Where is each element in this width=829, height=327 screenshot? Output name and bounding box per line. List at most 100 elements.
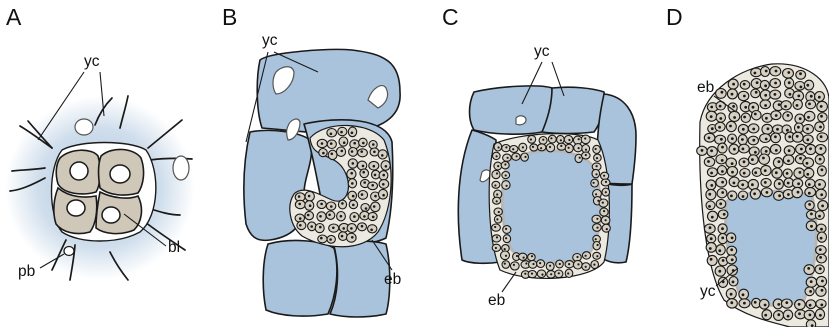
- embryonic-cell-nucleus: [596, 227, 598, 229]
- embryonic-cell-nucleus: [807, 116, 810, 119]
- embryonic-cell-nucleus: [568, 147, 570, 149]
- embryonic-cell-nucleus: [353, 142, 356, 145]
- embryonic-cell-nucleus: [787, 193, 790, 196]
- embryonic-cell-nucleus: [774, 135, 777, 138]
- embryonic-cell-nucleus: [330, 133, 333, 136]
- embryonic-cell-nucleus: [777, 303, 780, 306]
- embryonic-cell-nucleus: [320, 203, 323, 206]
- embryonic-cell-nucleus: [744, 106, 747, 109]
- embryonic-cell-nucleus: [382, 183, 385, 186]
- embryonic-cell-nucleus: [820, 105, 823, 108]
- embryonic-cell-nucleus: [595, 148, 597, 150]
- embryonic-cell-nucleus: [709, 226, 712, 229]
- embryonic-cell-nucleus: [796, 135, 799, 138]
- embryonic-cell-nucleus: [298, 203, 301, 206]
- embryonic-cell-nucleus: [818, 215, 821, 218]
- embryonic-cell-nucleus: [722, 259, 725, 262]
- embryonic-cell-nucleus: [362, 165, 365, 168]
- embryonic-cell-nucleus: [788, 81, 791, 84]
- embryonic-cell-nucleus: [531, 273, 533, 275]
- yolk-cell: [263, 241, 337, 317]
- embryonic-cell-nucleus: [550, 137, 552, 139]
- embryonic-cell-nucleus: [385, 165, 388, 168]
- embryonic-cell: [501, 251, 510, 260]
- embryonic-cell-nucleus: [752, 128, 755, 131]
- embryonic-cell-nucleus: [595, 173, 597, 175]
- embryonic-cell-nucleus: [577, 263, 579, 265]
- embryonic-cell-nucleus: [330, 205, 333, 208]
- embryonic-cell-nucleus: [819, 256, 822, 259]
- embryonic-cell-nucleus: [820, 228, 823, 231]
- embryonic-cell-nucleus: [308, 195, 311, 198]
- embryonic-cell: [805, 179, 815, 188]
- embryonic-cell-nucleus: [721, 237, 724, 240]
- embryonic-cell-nucleus: [742, 195, 745, 198]
- embryonic-cell-nucleus: [743, 83, 746, 86]
- embryonic-cell-nucleus: [731, 162, 734, 165]
- yolk-cell-core: [502, 151, 600, 263]
- embryonic-cell-nucleus: [819, 158, 822, 161]
- embryonic-cell-nucleus: [765, 117, 768, 120]
- embryonic-cell-nucleus: [496, 193, 498, 195]
- embryonic-cell-nucleus: [730, 248, 733, 251]
- embryonic-cell-nucleus: [731, 137, 734, 140]
- label-eb: eb: [488, 292, 505, 309]
- embryonic-cell-nucleus: [809, 147, 812, 150]
- embryonic-cell-nucleus: [523, 257, 525, 259]
- label-pb: pb: [18, 263, 35, 280]
- embryonic-cell-nucleus: [806, 138, 809, 141]
- embryonic-cell-nucleus: [797, 95, 800, 98]
- embryonic-cell-nucleus: [352, 162, 355, 165]
- embryonic-cell-nucleus: [506, 185, 508, 187]
- embryonic-cell-nucleus: [787, 71, 790, 74]
- yolk-cell: [542, 87, 604, 133]
- embryonic-cell-nucleus: [579, 157, 581, 159]
- embryonic-cell-nucleus: [340, 131, 343, 134]
- embryonic-cell-nucleus: [605, 191, 607, 193]
- embryonic-cell-nucleus: [754, 113, 757, 116]
- embryonic-cell-nucleus: [550, 273, 552, 275]
- embryonic-cell-nucleus: [742, 128, 745, 131]
- embryonic-cell-nucleus: [350, 227, 353, 230]
- embryonic-cell-nucleus: [764, 84, 767, 87]
- embryonic-cell-nucleus: [808, 183, 811, 186]
- embryonic-cell-nucleus: [507, 157, 509, 159]
- embryonic-cell-nucleus: [778, 194, 781, 197]
- embryonic-cell-nucleus: [708, 193, 711, 196]
- embryonic-cell-nucleus: [786, 172, 789, 175]
- panel-b-letter: B: [222, 4, 237, 30]
- embryonic-cell-nucleus: [567, 272, 569, 274]
- embryonic-cell-nucleus: [751, 158, 754, 161]
- embryonic-cell-nucleus: [729, 125, 732, 128]
- embryonic-cell: [707, 255, 717, 265]
- embryonic-cell: [492, 235, 501, 242]
- label-eb: eb: [697, 79, 714, 96]
- embryonic-cell-nucleus: [309, 204, 312, 207]
- embryonic-cell-nucleus: [754, 72, 757, 75]
- embryonic-cell-nucleus: [363, 181, 366, 184]
- embryonic-cell-nucleus: [742, 148, 745, 151]
- embryonic-cell-nucleus: [498, 211, 500, 213]
- embryonic-cell: [716, 155, 727, 164]
- embryonic-cell-nucleus: [494, 226, 496, 228]
- embryonic-cell-nucleus: [328, 214, 331, 217]
- yolk-vacuole: [173, 156, 189, 180]
- embryonic-cell-nucleus: [530, 138, 532, 140]
- embryonic-cell-nucleus: [332, 227, 335, 230]
- embryonic-cell-nucleus: [711, 216, 714, 219]
- embryonic-cell: [502, 261, 510, 269]
- embryonic-cell-nucleus: [525, 262, 527, 264]
- embryonic-cell-nucleus: [799, 157, 802, 160]
- embryonic-cell: [548, 135, 556, 143]
- embryonic-cell-nucleus: [540, 147, 542, 149]
- label-yc: yc: [84, 53, 100, 70]
- embryonic-cell-nucleus: [764, 314, 767, 317]
- embryonic-cell-nucleus: [810, 280, 813, 283]
- embryonic-cell-nucleus: [732, 105, 735, 108]
- embryonic-cell-nucleus: [774, 82, 777, 85]
- embryonic-cell-nucleus: [707, 160, 710, 163]
- embryonic-cell-nucleus: [718, 270, 721, 273]
- embryonic-cell-nucleus: [605, 219, 607, 221]
- embryonic-cell-nucleus: [788, 149, 791, 152]
